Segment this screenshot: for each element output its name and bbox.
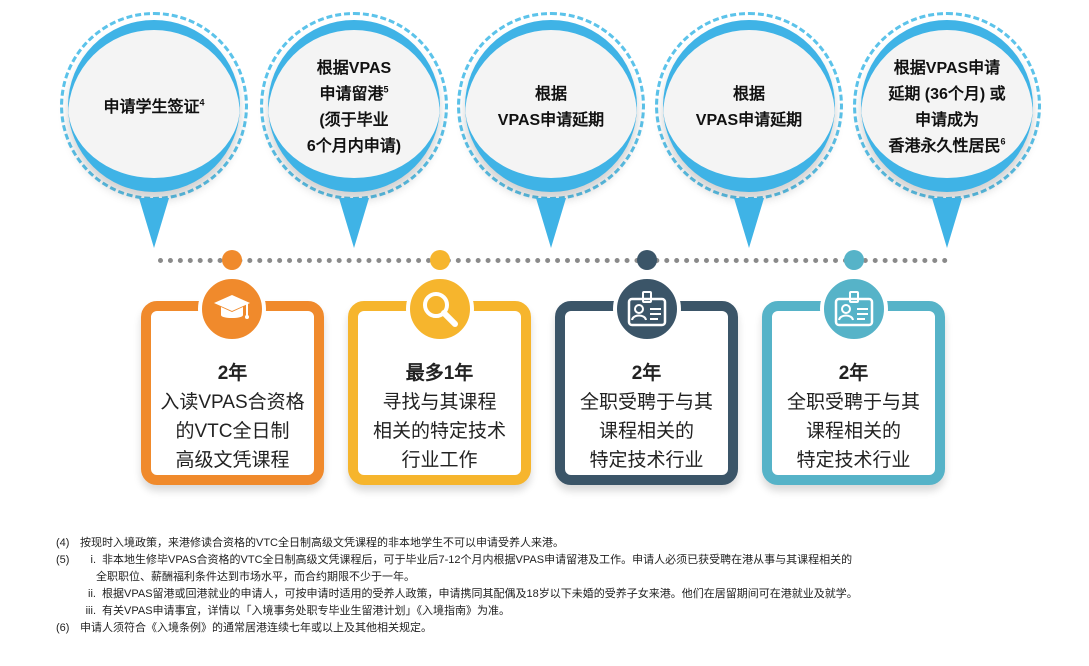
pointer-arrow (734, 198, 764, 248)
graduation-cap-icon (198, 275, 266, 343)
card-line: 入读VPAS合资格 (160, 392, 305, 413)
card-line: 的VTC全日制 (175, 421, 290, 442)
card-line: 全职受聘于与其 (786, 392, 920, 413)
pointer-arrow (339, 198, 369, 248)
step-circle-2: 根据VPAS 申请留港5 (须于毕业 6个月内申请) (260, 12, 448, 248)
card-line: 寻找与其课程 (382, 392, 497, 413)
card-line: 行业工作 (401, 450, 478, 471)
card-line: 相关的特定技术 (372, 421, 506, 442)
footnote-5-i-cont: 全职职位、薪酬福利条件达到市场水平，而合约期限不少于一年。 (96, 571, 415, 583)
footnotes: (4) 按现时入境政策，来港修读合资格的VTC全日制高级文凭课程的非本地学生不可… (56, 535, 1066, 637)
footnote-6: (6) 申请人须符合《入境条例》的通常居港连续七年或以上及其他相关规定。 (56, 622, 432, 634)
footnote-5-ii: ii. 根据VPAS留港或回港就业的申请人，可按申请时适用的受养人政策，申请携同… (88, 588, 858, 600)
step-circle-1: 申请学生签证4 (60, 12, 248, 248)
card-line: 特定技术行业 (796, 450, 911, 471)
footnote-5-iii: iii. 有关VPAS申请事宜，详情以「入境事务处职专毕业生留港计划」《入境指南… (85, 605, 511, 617)
timeline-dot-teal (844, 250, 864, 270)
id-badge-icon (820, 275, 888, 343)
timeline-dot-orange (222, 250, 242, 270)
pointer-arrow (932, 198, 962, 248)
step-label: 申请学生签证4 (103, 97, 205, 116)
period-card-4: 2年 全职受聘于与其 课程相关的 特定技术行业 (762, 301, 945, 485)
card-years: 2年 (217, 363, 248, 384)
card-line: 课程相关的 (805, 421, 901, 442)
card-years: 2年 (838, 363, 869, 384)
step-circle-3: 根据 VPAS申请延期 (457, 12, 645, 248)
step-circle-4: 根据 VPAS申请延期 (655, 12, 843, 248)
timeline-dot-yellow (430, 250, 450, 270)
period-card-1: 2年 入读VPAS合资格 的VTC全日制 高级文凭课程 (141, 301, 324, 485)
timeline-dot-navy (637, 250, 657, 270)
timeline-dotted-line (158, 258, 948, 269)
card-line: 高级文凭课程 (175, 450, 290, 471)
card-line: 特定技术行业 (589, 450, 704, 471)
card-years: 最多1年 (405, 363, 474, 384)
card-line: 全职受聘于与其 (579, 392, 713, 413)
id-badge-icon (613, 275, 681, 343)
step-label: 根据VPAS 申请留港5 (须于毕业 6个月内申请) (306, 60, 402, 155)
footnote-4: (4) 按现时入境政策，来港修读合资格的VTC全日制高级文凭课程的非本地学生不可… (56, 537, 564, 549)
step-label: 根据 VPAS申请延期 (695, 86, 803, 129)
step-label: 根据 VPAS申请延期 (497, 86, 605, 129)
card-line: 课程相关的 (598, 421, 694, 442)
step-circle-5: 根据VPAS申请 延期 (36个月) 或 申请成为 香港永久性居民6 (853, 12, 1041, 248)
card-years: 2年 (631, 363, 662, 384)
pointer-arrow (139, 198, 169, 248)
magnifier-icon (406, 275, 474, 343)
pointer-arrow (536, 198, 566, 248)
footnote-5-i: (5) i. 非本地生修毕VPAS合资格的VTC全日制高级文凭课程后，可于毕业后… (56, 554, 853, 566)
step-label: 根据VPAS申请 延期 (36个月) 或 申请成为 香港永久性居民6 (888, 60, 1006, 155)
